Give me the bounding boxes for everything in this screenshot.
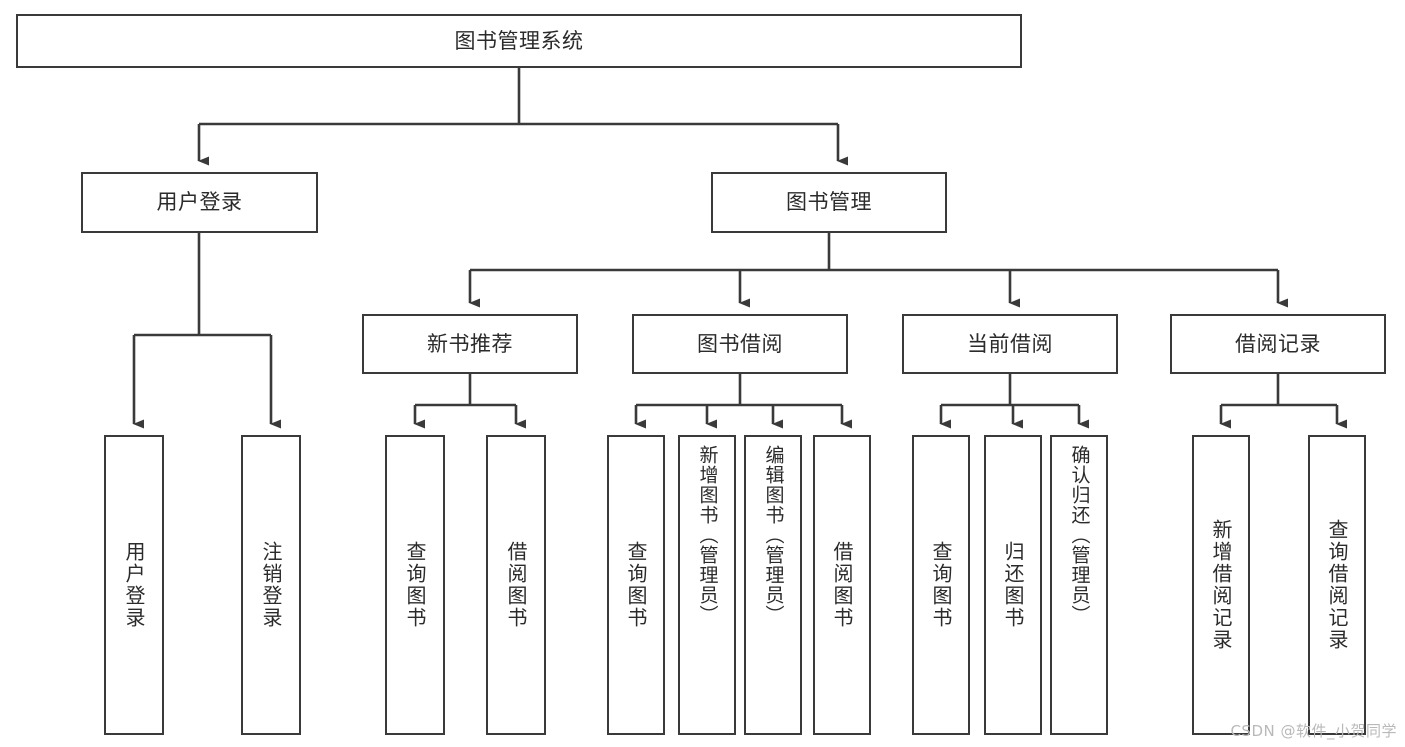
node-leaf-query-book-current[interactable]: 查询图书 [912, 435, 970, 735]
node-leaf-edit-book[interactable]: 编辑图书（管理员） [744, 435, 802, 735]
node-leaf-return-book[interactable]: 归还图书 [984, 435, 1042, 735]
node-current-borrow[interactable]: 当前借阅 [902, 314, 1118, 374]
node-leaf-query-book-recommend[interactable]: 查询图书 [385, 435, 445, 735]
node-label: 查询图书 [403, 541, 427, 629]
node-borrow-record[interactable]: 借阅记录 [1170, 314, 1386, 374]
node-label: 注销登录 [259, 541, 283, 629]
node-leaf-user-login[interactable]: 用户登录 [104, 435, 164, 735]
edges-currentborrow-to-leaves [939, 374, 1089, 429]
node-label: 借阅图书 [504, 541, 528, 629]
csdn-watermark: CSDN @软件_小贺同学 [1230, 722, 1397, 740]
node-root-system[interactable]: 图书管理系统 [16, 14, 1022, 68]
node-label: 归还图书 [1001, 541, 1025, 629]
node-label: 查询借阅记录 [1325, 519, 1349, 651]
edges-bookborrow-to-leaves [634, 374, 852, 429]
node-label: 新增图书（管理员） [696, 445, 719, 625]
node-book-borrow[interactable]: 图书借阅 [632, 314, 848, 374]
node-user-login[interactable]: 用户登录 [81, 172, 318, 233]
edges-newbook-to-leaves [413, 374, 526, 429]
node-label: 新增借阅记录 [1209, 519, 1233, 651]
edges-bookmanage-to-level3 [468, 232, 1288, 308]
node-label: 编辑图书（管理员） [762, 445, 785, 625]
node-label: 新书推荐 [427, 331, 513, 356]
node-leaf-add-borrow-record[interactable]: 新增借阅记录 [1192, 435, 1250, 735]
edges-root-to-level2 [197, 68, 848, 166]
node-label: 用户登录 [122, 541, 146, 629]
node-leaf-borrow-book-recommend[interactable]: 借阅图书 [486, 435, 546, 735]
node-book-manage[interactable]: 图书管理 [711, 172, 947, 233]
node-label: 图书借阅 [697, 331, 783, 356]
node-label: 图书管理系统 [454, 28, 584, 53]
node-label: 借阅图书 [830, 541, 854, 629]
node-label: 查询图书 [929, 541, 953, 629]
node-label: 确认归还（管理员） [1068, 445, 1091, 625]
node-label: 查询图书 [624, 541, 648, 629]
node-leaf-query-borrow-record[interactable]: 查询借阅记录 [1308, 435, 1366, 735]
node-new-book-recommend[interactable]: 新书推荐 [362, 314, 578, 374]
node-leaf-query-book-borrow[interactable]: 查询图书 [607, 435, 665, 735]
node-leaf-add-book[interactable]: 新增图书（管理员） [678, 435, 736, 735]
node-label: 用户登录 [156, 190, 243, 215]
node-label: 图书管理 [786, 190, 872, 215]
node-label: 借阅记录 [1235, 331, 1321, 356]
node-leaf-confirm-return[interactable]: 确认归还（管理员） [1050, 435, 1108, 735]
node-label: 当前借阅 [967, 331, 1053, 356]
node-leaf-logout[interactable]: 注销登录 [241, 435, 301, 735]
edges-borrowrecord-to-leaves [1219, 374, 1347, 429]
node-leaf-borrow-book[interactable]: 借阅图书 [813, 435, 871, 735]
edges-userlogin-to-leaves [132, 233, 281, 429]
